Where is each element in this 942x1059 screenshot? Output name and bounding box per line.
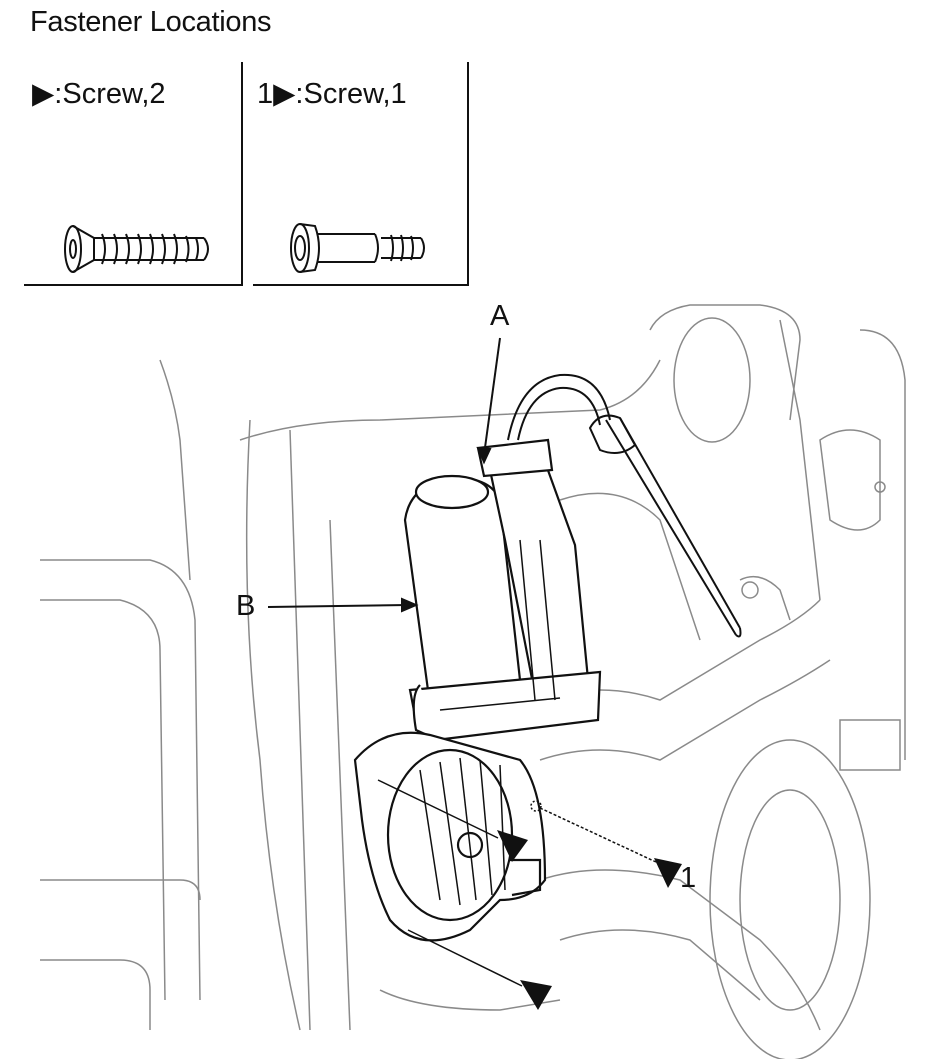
callout-1-label: 1	[680, 862, 697, 894]
page-title: Fastener Locations	[30, 6, 272, 38]
wire-harness	[507, 373, 742, 638]
screw-arrow-3	[520, 980, 552, 1010]
legend-label-screw-1: 1▶:Screw,1	[257, 78, 407, 110]
callout-leaders	[267, 337, 657, 987]
screw-hole-marker	[530, 800, 542, 812]
window-motor	[353, 438, 602, 942]
screw-arrow-2	[654, 858, 682, 888]
callout-b-label: B	[236, 590, 256, 622]
legend-label-screw-2: ▶:Screw,2	[32, 78, 166, 110]
legend-screw-type-2: 1▶:Screw,1	[253, 62, 469, 286]
door-panel-background	[40, 304, 906, 1059]
shoulder-screw-icon	[290, 223, 425, 273]
legend-screw-type-1: ▶:Screw,2	[24, 62, 243, 286]
flat-head-screw-icon	[64, 225, 209, 273]
screw-arrow-1	[497, 830, 528, 862]
callout-a-label: A	[490, 300, 510, 332]
gear-housing-ribs	[419, 539, 561, 906]
screw-location-arrows	[497, 830, 682, 1010]
